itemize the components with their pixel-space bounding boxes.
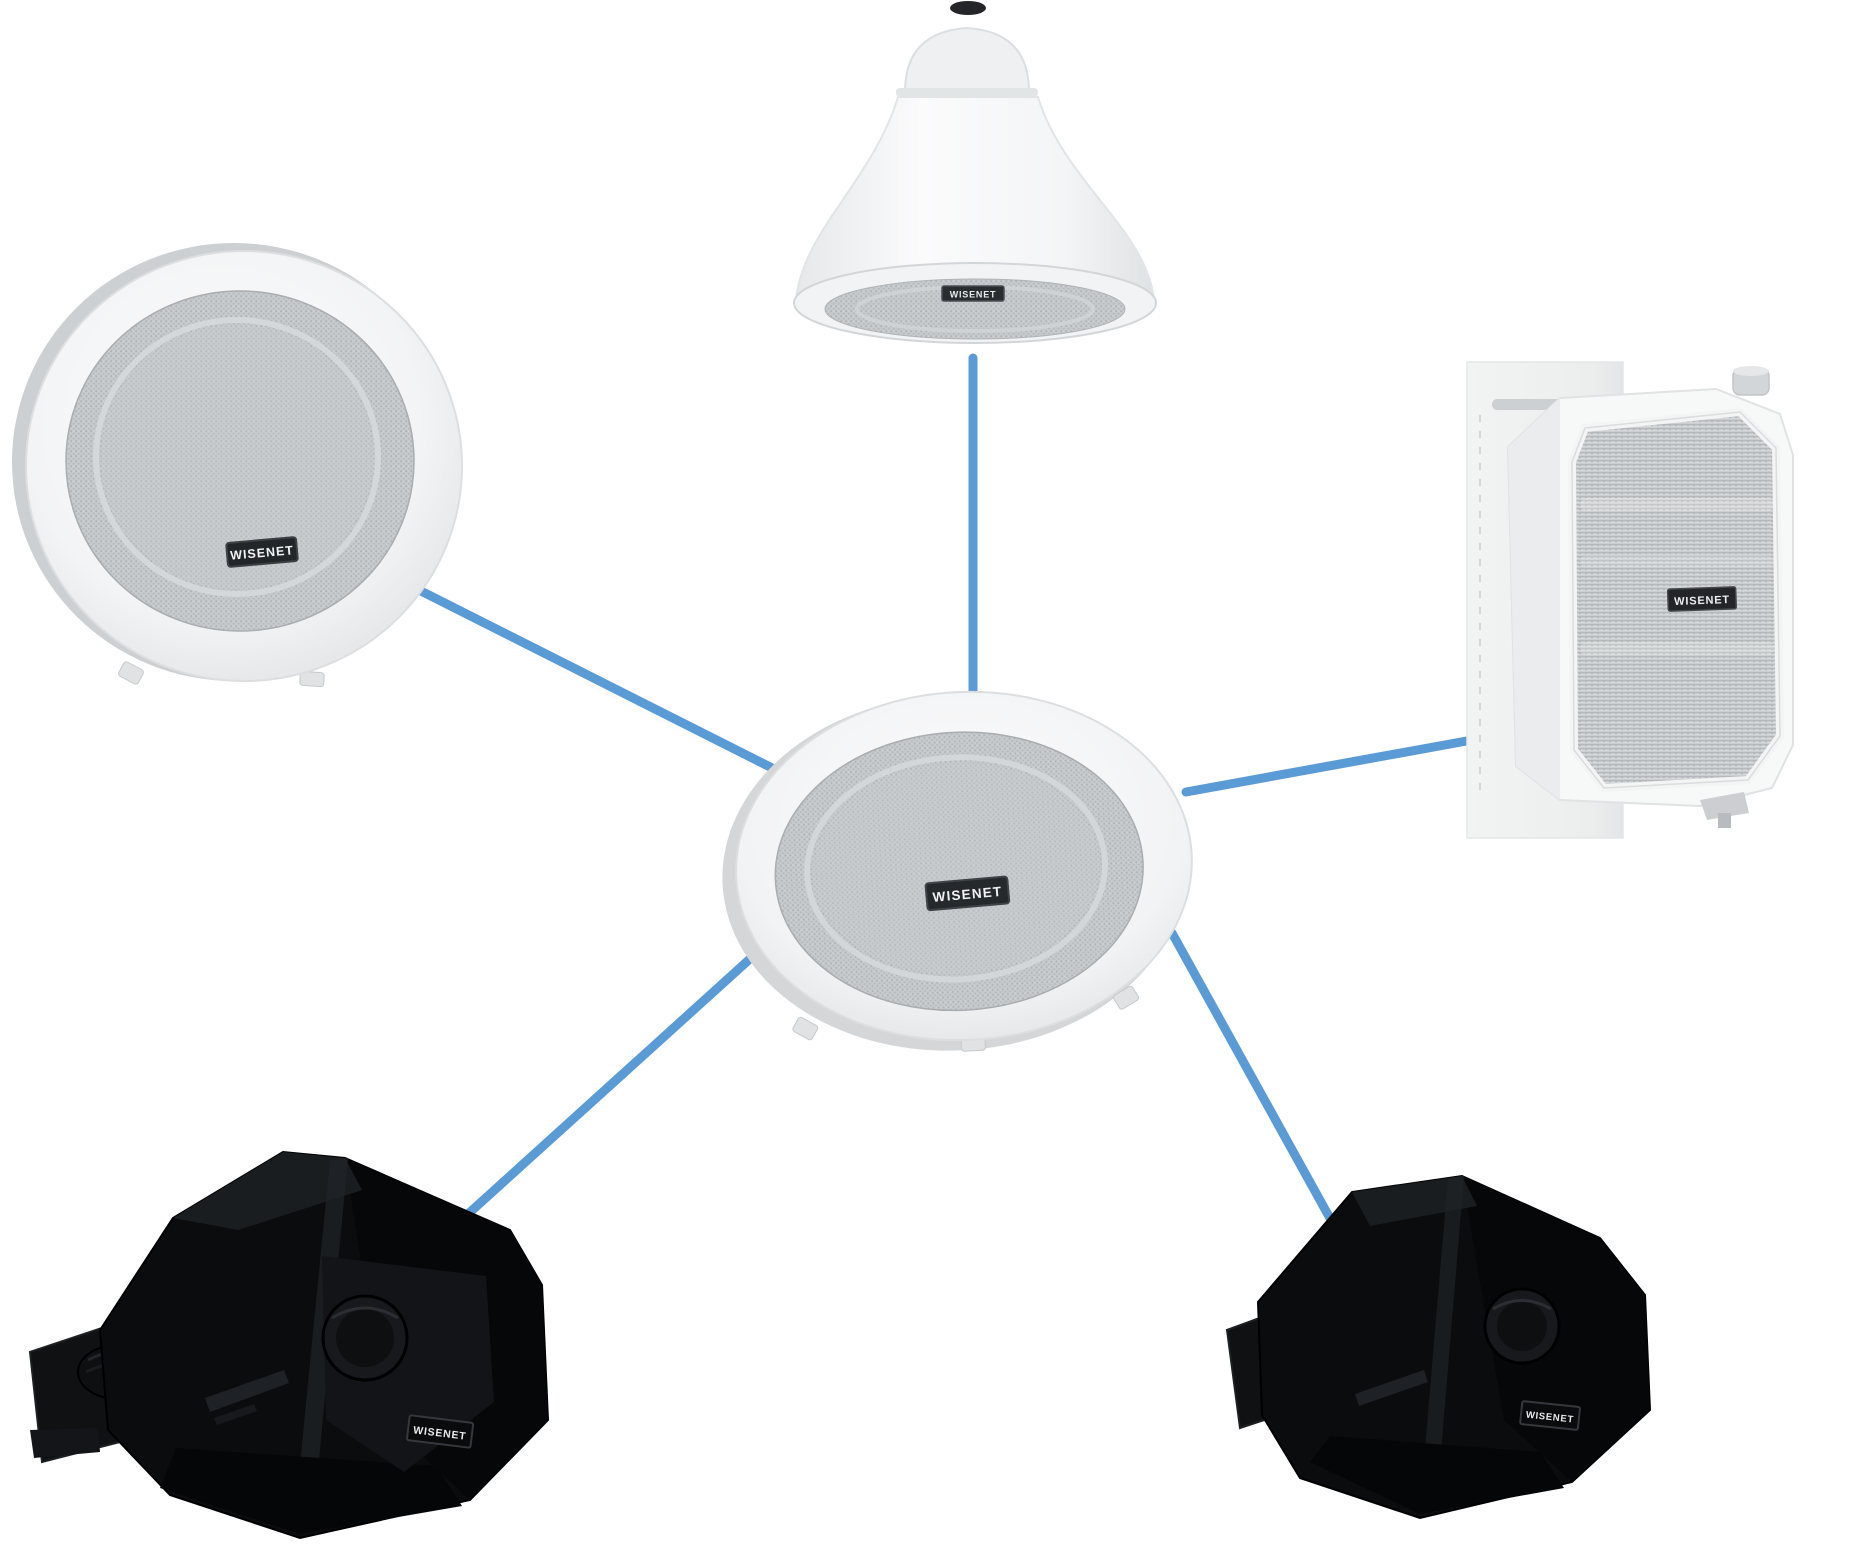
pendant-mount-cap [903, 26, 1031, 93]
vent-slot [1355, 1370, 1428, 1406]
brand-badge-label: WISENET [950, 290, 997, 300]
pendant-top-nub [950, 1, 986, 15]
brand-badge: WISENET [406, 1414, 475, 1449]
brand-badge: WISENET [1519, 1400, 1581, 1431]
wall-speaker-right: WISENET [1466, 361, 1794, 839]
speaker-grille-frame [1571, 411, 1781, 789]
brand-badge: WISENET [924, 875, 1011, 912]
speaker-grille-mesh [65, 290, 415, 632]
brand-badge-label: WISENET [932, 884, 1003, 905]
mount-bracket-arm [30, 1428, 100, 1458]
horn-top-facet [173, 1152, 362, 1230]
brand-badge: WISENET [1666, 586, 1738, 612]
horn-front-ridge [294, 1158, 348, 1532]
speaker-feet [118, 661, 325, 688]
connection-line-center-to-hornleft [463, 943, 767, 1219]
brand-badge-label: WISENET [1674, 594, 1730, 608]
vent-slot [205, 1370, 289, 1412]
speaker-enclosure-side-shade [1508, 398, 1560, 800]
mount-pivot-pin [1732, 366, 1770, 396]
speaker-grille-mesh [774, 731, 1144, 1012]
horn-speaker-bottom-right: WISENET [1225, 1174, 1652, 1520]
pendant-neck-ring [896, 88, 1038, 97]
horn-top-facet [1352, 1176, 1477, 1226]
connection-lines [410, 353, 1477, 1263]
horn-bottom-facet [1310, 1436, 1564, 1514]
grille-sheen [1580, 498, 1774, 655]
vent-slot-small [214, 1404, 257, 1425]
pendant-speaker-top: WISENET [793, 1, 1157, 344]
knob-highlight [1492, 1299, 1552, 1311]
bottom-bracket [1700, 792, 1749, 820]
speaker-cone-center [813, 763, 1099, 974]
ceiling-speaker-center: WISENET [722, 690, 1193, 1052]
horn-speaker-bottom-left: WISENET [28, 1150, 550, 1540]
volume-knob-center [1497, 1301, 1547, 1351]
bottom-bracket-pin [1718, 813, 1731, 828]
horn-front-ridge [1420, 1176, 1464, 1512]
brand-badge: WISENET [225, 536, 299, 568]
knob-highlight [331, 1306, 399, 1320]
speaker-cone-ring [93, 317, 381, 597]
connection-line-center-to-hornright [1167, 928, 1357, 1263]
speaker-cone-center [101, 325, 373, 589]
connection-line-center-to-wall [1181, 735, 1477, 797]
brand-badge-label: WISENET [230, 543, 295, 563]
ceiling-speaker-top-left: WISENET [12, 243, 463, 688]
horn-bottom-facet [160, 1448, 462, 1534]
volume-knob-center [336, 1309, 394, 1367]
speaker-cone-ring [804, 754, 1108, 983]
connection-line-center-to-topleft [410, 583, 785, 777]
brand-badge-label: WISENET [1525, 1410, 1574, 1426]
brand-badge: WISENET [941, 285, 1005, 302]
